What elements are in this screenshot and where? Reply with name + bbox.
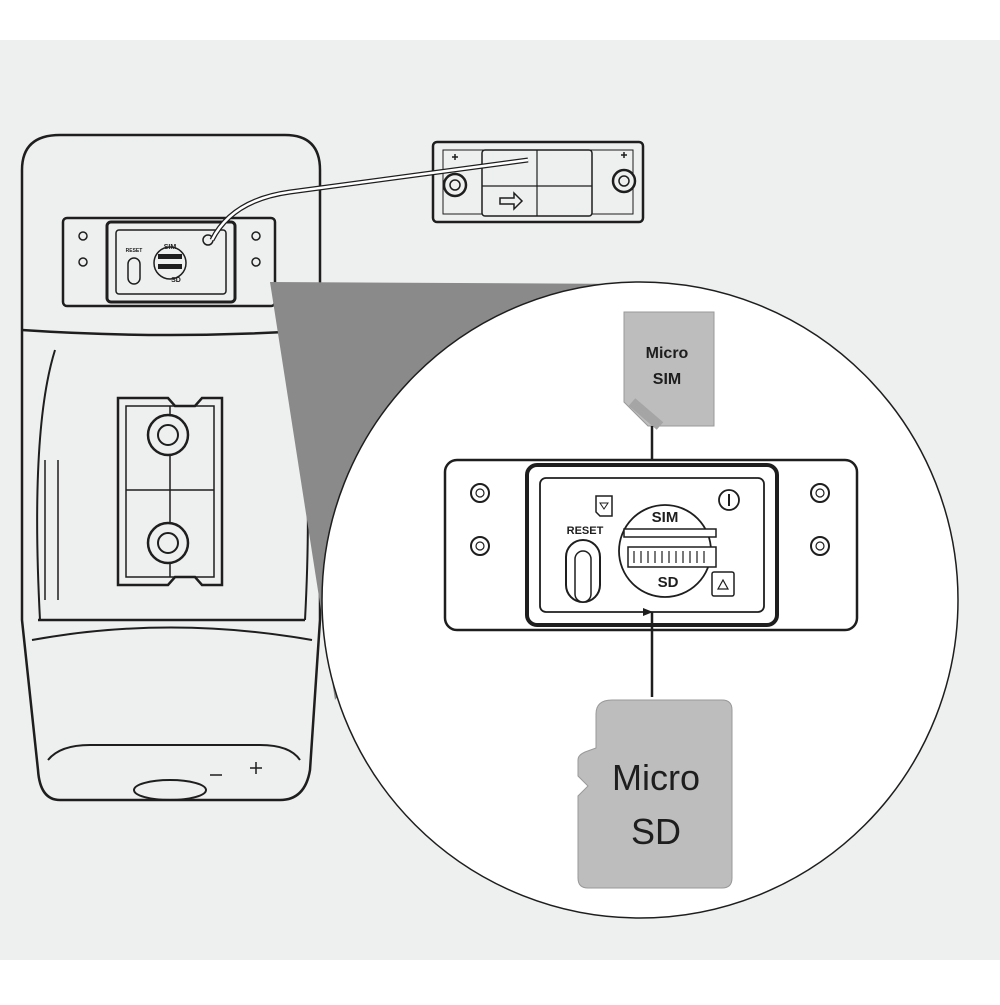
micro-sim-line1: Micro (646, 345, 689, 362)
small-sim-label: SIM (164, 244, 177, 251)
screw-hole-icon (470, 483, 490, 503)
sd-orientation-icon (711, 571, 735, 597)
micro-sim-line2: SIM (653, 371, 681, 388)
reset-label: RESET (567, 525, 604, 537)
micro-sd-line1: Micro (612, 757, 700, 798)
sim-slot-label: SIM (652, 509, 679, 526)
screw-hole-icon (810, 536, 830, 556)
camera-mount-plate (116, 396, 224, 587)
card-orientation-icon (595, 495, 613, 517)
micro-sd-card: Micro SD (577, 699, 733, 889)
small-reset-label: RESET (126, 248, 143, 254)
micro-sd-line2: SD (631, 811, 681, 852)
slide-arrow-icon (499, 191, 524, 211)
screw-hole-icon (810, 483, 830, 503)
tether-cable (210, 158, 529, 241)
slot-panel-enlarged (443, 458, 859, 632)
sd-slot-label: SD (658, 574, 679, 591)
camera-slot-cover: SIM SD RESET (61, 216, 277, 308)
screw-hole-icon (470, 536, 490, 556)
small-sd-label: SD (171, 277, 181, 284)
micro-sim-card: Micro SIM (623, 311, 715, 430)
detached-cover (431, 140, 645, 224)
